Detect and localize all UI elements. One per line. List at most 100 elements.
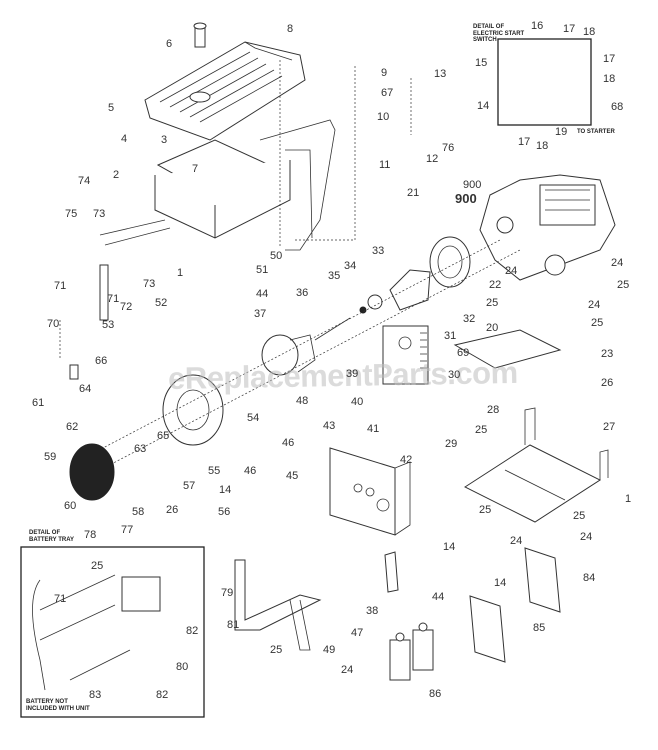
callout-label: 10 — [377, 111, 390, 123]
muffler — [382, 325, 429, 385]
callout-label: 79 — [221, 587, 234, 599]
handle-grip — [99, 264, 109, 321]
frame-upper — [99, 119, 336, 251]
fuel-tank — [144, 41, 306, 141]
callout-label: 14 — [443, 541, 456, 553]
engine-model-label: 900 — [455, 191, 477, 206]
callout-label: 24 — [580, 531, 593, 543]
callout-label: 51 — [256, 264, 269, 276]
electric-start-inset — [497, 38, 592, 126]
callout-label: 46 — [282, 437, 295, 449]
rotor — [389, 269, 431, 311]
callout-label: 29 — [445, 438, 458, 450]
callout-label: 20 — [486, 322, 499, 334]
callout-label: 13 — [434, 68, 447, 80]
callout-label: 66 — [95, 355, 108, 367]
callout-label: 26 — [166, 504, 179, 516]
callout-label: 57 — [183, 480, 196, 492]
callout-label: 3 — [161, 134, 168, 146]
callout-label: 12 — [426, 153, 439, 165]
fuel-tank-box — [154, 160, 291, 239]
callout-label: 82 — [156, 689, 169, 701]
callout-label: 44 — [432, 591, 445, 603]
callout-label: 9 — [381, 67, 388, 79]
callout-label: 16 — [531, 20, 544, 32]
callout-label: 58 — [132, 506, 145, 518]
callout-label: 30 — [448, 369, 461, 381]
callout-label: 59 — [44, 451, 57, 463]
callout-label: 25 — [475, 424, 488, 436]
handle-frame — [234, 559, 322, 631]
battery-tray-caption: DETAIL OF BATTERY TRAY — [29, 530, 75, 543]
callout-label: 53 — [102, 319, 115, 331]
callout-label: 4 — [121, 133, 128, 145]
watermark: eReplacementParts.com — [167, 354, 518, 397]
callout-label: 28 — [487, 404, 500, 416]
callout-label: 52 — [155, 297, 168, 309]
callout-label: 5 — [108, 102, 115, 114]
callout-label: 8 — [287, 23, 294, 35]
manual-84 — [524, 547, 561, 613]
callout-label: 6 — [166, 38, 173, 50]
callout-label: 73 — [143, 278, 156, 290]
callout-label: 42 — [400, 454, 413, 466]
callout-label: 76 — [442, 142, 455, 154]
callout-label: 25 — [617, 279, 630, 291]
callout-label: 25 — [573, 510, 586, 522]
callout-label: 75 — [65, 208, 78, 220]
control-panel — [329, 447, 411, 536]
callout-label: 80 — [176, 661, 189, 673]
callout-label: 86 — [429, 688, 442, 700]
engine — [479, 174, 616, 281]
callout-label: 77 — [121, 524, 134, 536]
callout-label: 1 — [177, 267, 184, 279]
electric-start-caption: DETAIL OF ELECTRIC START SWITCH — [473, 24, 525, 43]
callout-label: 41 — [367, 423, 380, 435]
callout-label: 32 — [463, 313, 476, 325]
callout-label: 68 — [611, 101, 624, 113]
battery — [32, 574, 161, 691]
callout-label: 7 — [192, 163, 199, 175]
callout-label: 17 — [563, 23, 576, 35]
callout-label: 24 — [611, 257, 624, 269]
callout-label: 71 — [107, 293, 120, 305]
callout-label: 25 — [270, 644, 283, 656]
callout-label: 64 — [79, 383, 92, 395]
callout-label: 74 — [78, 175, 91, 187]
callout-label: 83 — [89, 689, 102, 701]
callout-label: 24 — [510, 535, 523, 547]
callout-label: 14 — [477, 100, 490, 112]
callout-label: 31 — [444, 330, 457, 342]
callout-label: 25 — [486, 297, 499, 309]
callout-label: 25 — [591, 317, 604, 329]
callout-label: 84 — [583, 572, 596, 584]
callout-label: 38 — [366, 605, 379, 617]
callout-label: 35 — [328, 270, 341, 282]
callout-label: 46 — [244, 465, 257, 477]
callout-label: 17 — [603, 53, 616, 65]
callout-label: 27 — [603, 421, 616, 433]
callout-label: 18 — [603, 73, 616, 85]
callout-label: 81 — [227, 619, 240, 631]
callout-label: 44 — [256, 288, 269, 300]
engine-mount-plate — [453, 329, 562, 369]
bearing — [367, 294, 383, 310]
callout-label: 23 — [601, 348, 614, 360]
callout-label: 24 — [505, 265, 518, 277]
through-bolt — [314, 317, 351, 341]
bracket — [384, 551, 399, 593]
callout-label: 14 — [219, 484, 232, 496]
callout-label: 48 — [296, 395, 309, 407]
callout-label: 21 — [407, 187, 420, 199]
callout-label: 71 — [54, 280, 67, 292]
callout-label: 85 — [533, 622, 546, 634]
callout-label: 78 — [84, 529, 97, 541]
callout-label: 37 — [254, 308, 267, 320]
callout-label: 26 — [601, 377, 614, 389]
callout-label: 62 — [66, 421, 79, 433]
manual-85 — [469, 595, 506, 663]
callout-label: 34 — [344, 260, 357, 272]
callout-label: 67 — [381, 87, 394, 99]
callout-label: 56 — [218, 506, 231, 518]
